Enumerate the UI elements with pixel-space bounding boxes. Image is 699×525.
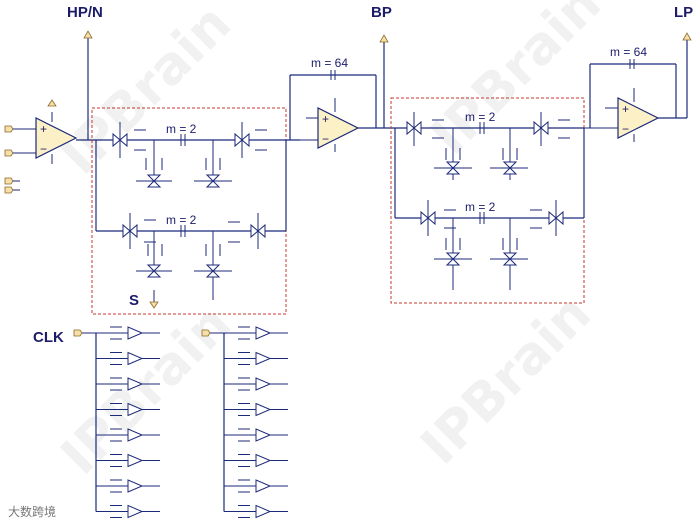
clk-input-port bbox=[73, 329, 224, 337]
clock-buffer bbox=[96, 326, 160, 340]
integrator1-feedback: m = 64 bbox=[289, 56, 377, 140]
svg-text:+: + bbox=[622, 102, 629, 116]
input-ports bbox=[4, 125, 36, 194]
stage1-top-capacitor: m = 2 bbox=[166, 122, 197, 146]
clock-buffer bbox=[224, 504, 288, 519]
hpn-label: HP/N bbox=[67, 4, 103, 21]
s-label: S bbox=[129, 292, 140, 309]
clock-buffer bbox=[224, 428, 288, 442]
stage1-bottom-capacitor: m = 2 bbox=[166, 213, 197, 237]
clock-buffer bbox=[96, 504, 160, 519]
hpn-output-line bbox=[76, 30, 96, 141]
clock-buffer bbox=[96, 351, 160, 366]
clock-buffer bbox=[224, 377, 288, 391]
stage2-bottom-capacitor: m = 2 bbox=[465, 200, 496, 224]
stage1-top-cap-label: m = 2 bbox=[166, 122, 197, 136]
integrator1-opamp: + − bbox=[300, 98, 360, 152]
clock-buffer bbox=[96, 479, 160, 493]
clock-buffer bbox=[96, 402, 160, 417]
clock-buffer bbox=[96, 453, 160, 468]
clock-buffer bbox=[224, 402, 288, 417]
clock-buffer bbox=[96, 428, 160, 442]
integrator1-cap-label: m = 64 bbox=[311, 56, 348, 70]
stage2-switches bbox=[406, 120, 564, 266]
lp-label: LP bbox=[674, 4, 694, 21]
stage1-switches bbox=[112, 132, 266, 278]
input-opamp: + − bbox=[35, 99, 78, 164]
clock-buffer bbox=[224, 453, 288, 468]
stage2-bottom-cap-label: m = 2 bbox=[465, 200, 496, 214]
clock-buffer-tree-left bbox=[95, 326, 160, 519]
clock-buffer bbox=[224, 351, 288, 366]
stage2-top-capacitor: m = 2 bbox=[465, 110, 496, 134]
svg-text:+: + bbox=[40, 122, 47, 136]
svg-text:−: − bbox=[40, 142, 47, 156]
clock-buffer-tree-right bbox=[223, 326, 288, 519]
clock-buffer bbox=[224, 326, 288, 340]
footer-logo-text: 大数跨境 bbox=[8, 505, 57, 519]
integrator2-cap-label: m = 64 bbox=[610, 45, 647, 59]
bp-label: BP bbox=[371, 4, 392, 21]
svg-text:−: − bbox=[322, 132, 329, 146]
svg-text:+: + bbox=[322, 112, 329, 126]
stage2-top-cap-label: m = 2 bbox=[465, 110, 496, 124]
clock-buffer bbox=[224, 479, 288, 493]
lp-output-line bbox=[658, 32, 692, 119]
stage1-bottom-cap-label: m = 2 bbox=[166, 213, 197, 227]
stage1-wiring bbox=[95, 122, 300, 309]
integrator2-feedback: m = 64 bbox=[589, 45, 677, 128]
integrator2-opamp: + − bbox=[584, 88, 660, 142]
clock-buffer bbox=[96, 377, 160, 391]
svg-text:−: − bbox=[622, 122, 629, 136]
clk-label: CLK bbox=[33, 329, 64, 346]
bp-output-line bbox=[358, 34, 395, 129]
